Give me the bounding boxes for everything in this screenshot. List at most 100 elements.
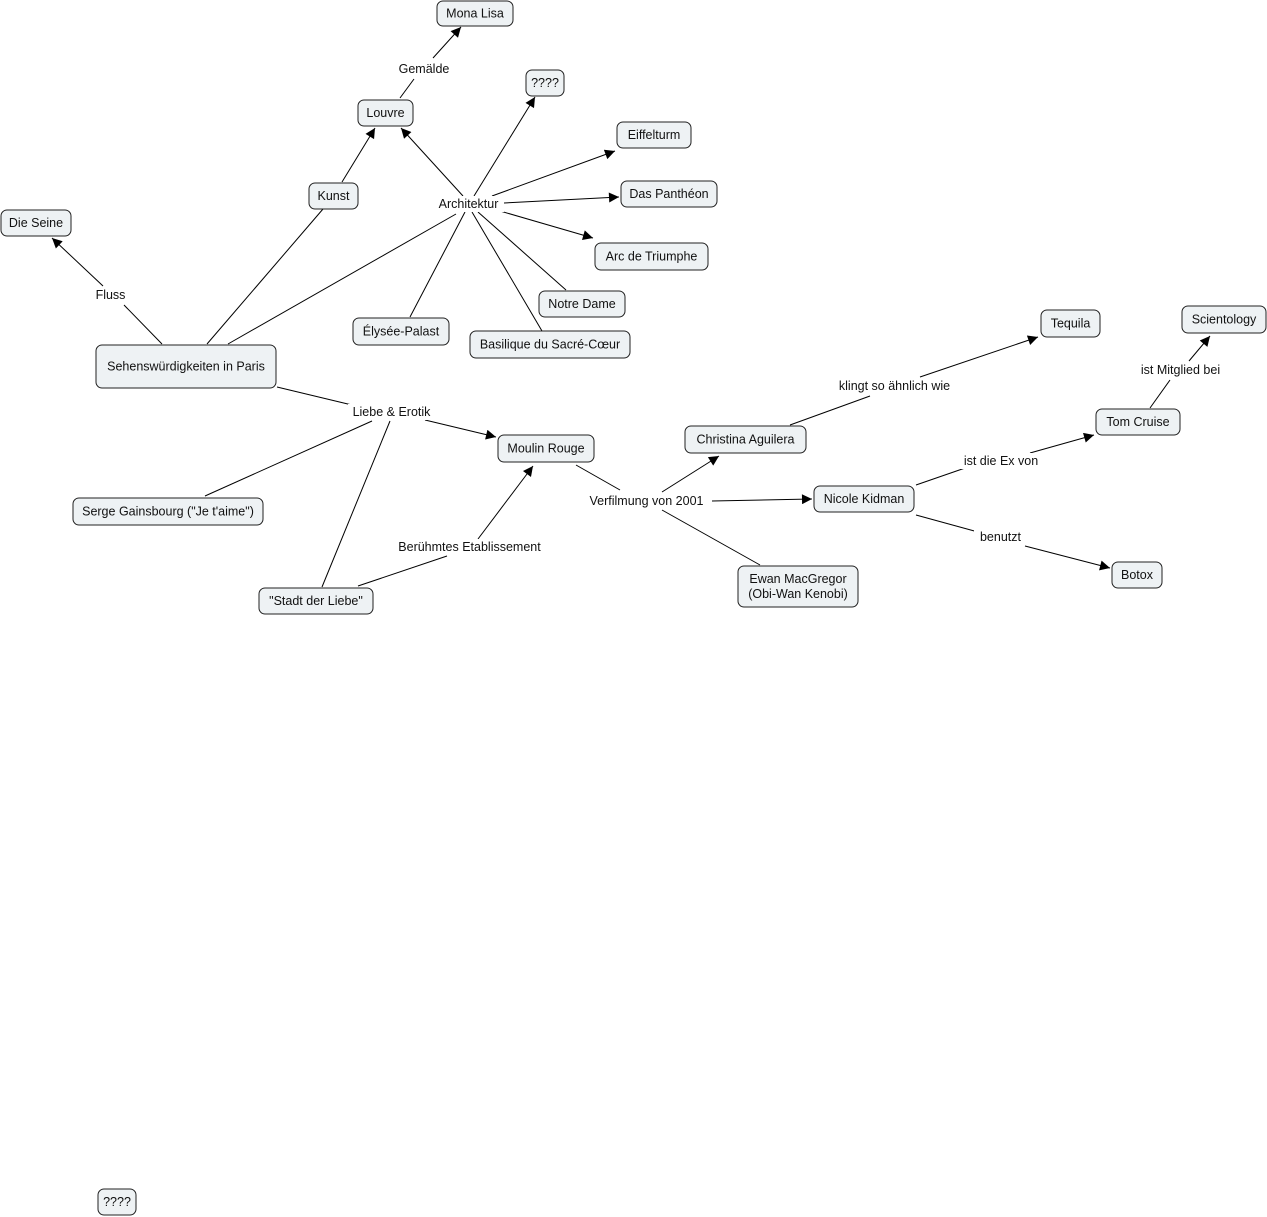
- concept-tom-cruise[interactable]: Tom Cruise: [1095, 408, 1181, 436]
- concept-label: Tequila: [1051, 317, 1091, 331]
- concept-stadt-der-liebe[interactable]: "Stadt der Liebe": [258, 587, 374, 615]
- edge-stadt-beruehmtes: [357, 555, 448, 587]
- link-label-exvon: ist die Ex von: [958, 453, 1044, 469]
- concept-label: Die Seine: [9, 216, 63, 230]
- arrow-mitglied-scientology: [1188, 335, 1211, 362]
- link-label-fluss: Fluss: [94, 287, 127, 303]
- concept-unknown-2[interactable]: ????: [97, 1188, 137, 1216]
- connection-lines: [51, 26, 1211, 588]
- concept-label: Notre Dame: [548, 297, 615, 311]
- concept-louvre[interactable]: Louvre: [357, 99, 414, 127]
- link-label-architektur-text: Architektur: [439, 197, 499, 211]
- edge-liebe-serge: [204, 420, 373, 497]
- link-label-exvon-text: ist die Ex von: [964, 454, 1038, 468]
- link-label-liebe: Liebe & Erotik: [348, 404, 435, 420]
- arrow-klingt-tequila: [919, 335, 1039, 378]
- link-label-gemaelde: Gemälde: [396, 61, 452, 77]
- concept-label: Louvre: [366, 106, 404, 120]
- concept-label: Botox: [1121, 568, 1154, 582]
- concept-label: ????: [103, 1195, 131, 1209]
- concept-botox[interactable]: Botox: [1111, 561, 1163, 589]
- concept-label: Mona Lisa: [446, 7, 504, 21]
- edge-architektur-sacre: [471, 211, 543, 332]
- link-label-verfilmung: Verfilmung von 2001: [581, 493, 712, 509]
- link-label-liebe-text: Liebe & Erotik: [353, 405, 432, 419]
- concept-label: Élysée-Palast: [363, 324, 440, 339]
- arrow-fluss-seine: [51, 237, 104, 287]
- arrow-verfilmung-nicole: [711, 494, 813, 505]
- concept-arc-de-triumphe[interactable]: Arc de Triumphe: [594, 242, 709, 271]
- concept-label-line-1: Ewan MacGregor: [749, 572, 846, 586]
- concept-basilique-du-sacre-coeur[interactable]: Basilique du Sacré-Cœur: [469, 330, 631, 359]
- edge-nicole-benutzt: [915, 514, 979, 533]
- edge-louvre-gemaelde: [399, 78, 415, 99]
- arrow-exvon-tom: [1029, 432, 1095, 454]
- concept-tequila[interactable]: Tequila: [1040, 309, 1101, 338]
- concept-serge-gainsbourg[interactable]: Serge Gainsbourg ("Je t'aime"): [72, 497, 264, 526]
- concept-scientology[interactable]: Scientology: [1181, 305, 1267, 334]
- link-label-fluss-text: Fluss: [96, 288, 126, 302]
- edge-tom-mitglied: [1149, 379, 1171, 409]
- concept-label: Sehenswürdigkeiten in Paris: [107, 360, 265, 374]
- arrow-liebe-moulin: [424, 419, 497, 440]
- arrow-architektur-eiffel: [491, 149, 616, 197]
- edge-sehens-fluss: [123, 304, 163, 345]
- concept-label: Arc de Triumphe: [606, 250, 698, 264]
- concept-label: Serge Gainsbourg ("Je t'aime"): [82, 505, 254, 519]
- concept-kunst[interactable]: Kunst: [308, 182, 359, 210]
- link-label-mitglied: ist Mitglied bei: [1133, 362, 1228, 378]
- concept-label: Das Panthéon: [629, 187, 708, 201]
- edge-sehens-architektur: [227, 213, 457, 345]
- link-label-klingt-text: klingt so ähnlich wie: [839, 379, 950, 393]
- link-label-architektur: Architektur: [433, 196, 504, 212]
- edge-sehens-liebe: [276, 386, 353, 406]
- arrow-benutzt-botox: [1024, 545, 1111, 571]
- concept-das-pantheon[interactable]: Das Panthéon: [620, 180, 718, 208]
- concept-eiffelturm[interactable]: Eiffelturm: [616, 121, 692, 149]
- concept-sehenswuerdigkeiten-in-paris[interactable]: Sehenswürdigkeiten in Paris: [95, 344, 277, 389]
- concept-label: Tom Cruise: [1106, 415, 1169, 429]
- concept-label: Scientology: [1192, 313, 1257, 327]
- edge-nicole-exvon: [915, 466, 969, 486]
- concept-notre-dame[interactable]: Notre Dame: [538, 290, 626, 318]
- arrow-architektur-q1: [473, 96, 536, 197]
- concept-label: Moulin Rouge: [507, 442, 584, 456]
- concept-label: Christina Aguilera: [697, 433, 795, 447]
- link-label-beruehmtes: Berühmtes Etablissement: [393, 539, 546, 555]
- concept-label: "Stadt der Liebe": [269, 594, 363, 608]
- arrow-architektur-pantheon: [503, 192, 620, 204]
- arrow-gemaelde-mona: [432, 26, 462, 59]
- concept-label: Basilique du Sacré-Cœur: [480, 338, 620, 352]
- concept-label: Kunst: [318, 189, 350, 203]
- arrow-architektur-arc: [499, 210, 594, 241]
- edge-moulin-verfilmung: [575, 464, 621, 491]
- edge-christina-klingt: [789, 395, 871, 426]
- arrow-kunst-louvre: [341, 127, 376, 183]
- edge-architektur-notre: [477, 211, 567, 291]
- concept-ewan-macgregor[interactable]: Ewan MacGregor (Obi-Wan Kenobi): [737, 565, 859, 608]
- concept-moulin-rouge[interactable]: Moulin Rouge: [497, 434, 595, 463]
- concept-label: Eiffelturm: [628, 128, 681, 142]
- linking-phrases: Fluss Gemälde Architektur Liebe & Erotik…: [94, 61, 1228, 555]
- link-label-mitglied-text: ist Mitglied bei: [1141, 363, 1220, 377]
- concept-label: ????: [531, 76, 559, 90]
- concept-christina-aguilera[interactable]: Christina Aguilera: [684, 425, 807, 454]
- arrow-verfilmung-christina: [661, 455, 720, 493]
- edge-liebe-stadt: [321, 420, 391, 588]
- link-label-benutzt: benutzt: [974, 529, 1027, 545]
- arrow-architektur-louvre: [400, 127, 464, 197]
- edge-architektur-elysee: [409, 211, 466, 318]
- concept-mona-lisa[interactable]: Mona Lisa: [436, 0, 514, 27]
- edge-verfilmung-ewan: [661, 509, 761, 566]
- link-label-beruehmtes-text: Berühmtes Etablissement: [398, 540, 541, 554]
- link-label-benutzt-text: benutzt: [980, 530, 1022, 544]
- concept-unknown-1[interactable]: ????: [525, 69, 565, 97]
- concept-label: Nicole Kidman: [824, 492, 905, 506]
- link-label-gemaelde-text: Gemälde: [399, 62, 450, 76]
- concept-nicole-kidman[interactable]: Nicole Kidman: [813, 485, 915, 513]
- edge-sehens-kunst: [206, 208, 324, 345]
- link-label-verfilmung-text: Verfilmung von 2001: [590, 494, 704, 508]
- concept-elysee-palast[interactable]: Élysée-Palast: [352, 317, 450, 346]
- concept-die-seine[interactable]: Die Seine: [0, 209, 72, 237]
